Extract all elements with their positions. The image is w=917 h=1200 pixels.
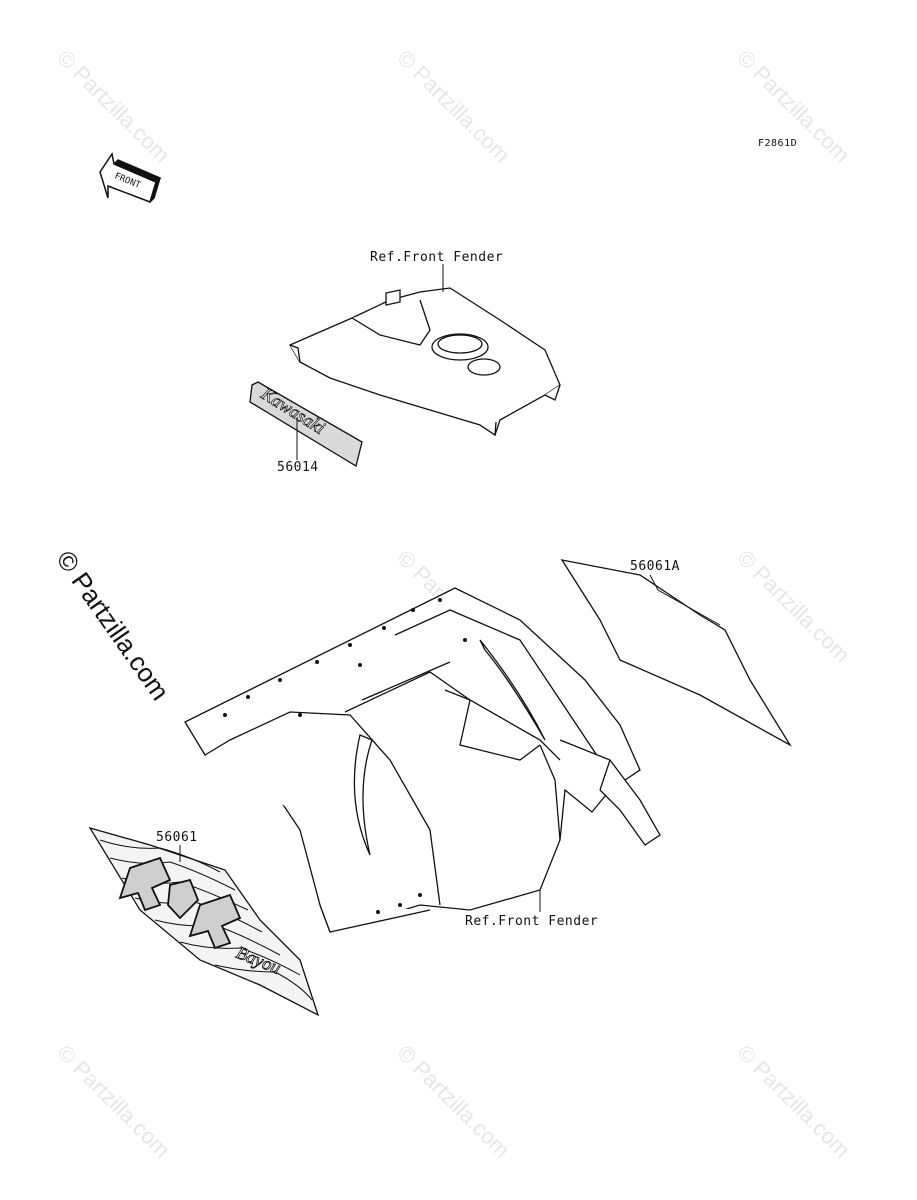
- fender-holes: [223, 598, 467, 914]
- part-label-56061a: 56061A: [630, 559, 680, 574]
- leader-line: [649, 574, 721, 626]
- part-label-56061: 56061: [156, 830, 198, 845]
- front-arrow-icon: [99, 152, 162, 203]
- kawasaki-emblem: [249, 381, 363, 468]
- ref-front-fender-label-bottom: Ref.Front Fender: [465, 914, 599, 929]
- decal-56061: [88, 826, 320, 1017]
- figure-code: F2861D: [758, 138, 798, 149]
- front-fender-top: [289, 287, 561, 437]
- part-label-56014: 56014: [277, 460, 319, 475]
- rear-fender: [184, 587, 661, 933]
- ref-front-fender-label-top: Ref.Front Fender: [370, 250, 504, 265]
- decal-56061a: [560, 559, 792, 747]
